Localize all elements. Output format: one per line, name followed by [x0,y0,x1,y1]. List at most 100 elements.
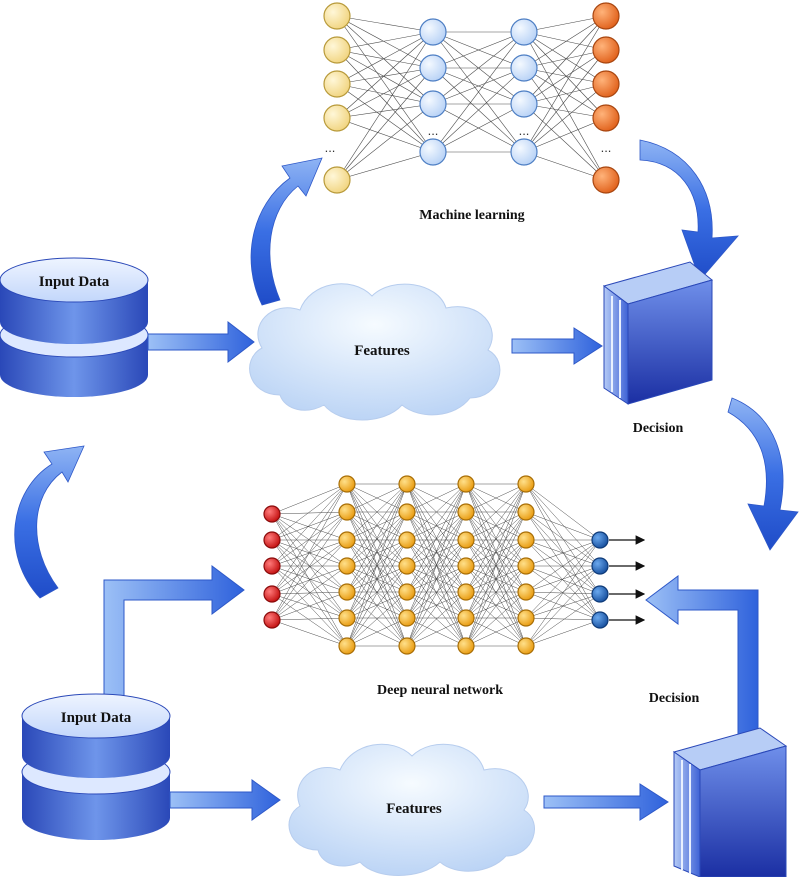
dnn-edge [465,565,527,619]
dnn-node [338,475,356,493]
dnn-edge [346,539,408,647]
dnn-edge [346,483,408,541]
ml-node [323,36,351,64]
curved-arrow-icon [250,157,323,306]
ml-edge [336,15,434,33]
server-icon [602,261,714,405]
dnn-edge [271,511,348,541]
dnn-edge [406,511,467,593]
dnn-edge [406,511,467,541]
dnn-edge [406,483,467,567]
ml-edge [336,49,434,153]
ml-ellipsis-input: ... [325,140,336,155]
ml-edge [523,49,607,153]
dnn-edge [406,565,467,647]
dnn-edge [271,483,348,595]
dnn-edge [525,565,601,619]
ml-edge [523,15,607,105]
ml-edge [432,67,525,105]
block-arrow-icon [169,779,281,821]
dnn-edge [346,483,408,567]
dnn-node [338,503,356,521]
dnn-edge [465,591,527,619]
dnn-edge [465,483,527,567]
ml-edge [432,31,525,153]
dnn-edge [525,511,601,541]
dnn-node [338,609,356,627]
block-arrow-icon [147,320,255,364]
dnn-node [517,637,535,655]
ml-node [592,70,620,98]
dnn-edge [346,565,408,619]
cloud-icon: Features [288,743,535,876]
dnn-edge [525,539,601,647]
ml-node [323,166,351,194]
dnn-edge [346,617,408,647]
deep-neural-network-label: Deep neural network [377,683,503,698]
ml-node [592,2,620,30]
dnn-node [457,583,475,601]
dnn-edge [525,539,601,567]
dnn-node [591,531,609,549]
ml-edge [523,103,607,119]
dnn-edge [271,617,348,621]
ml-edge [336,83,434,153]
ml-edge [523,103,607,181]
dnn-edge [271,511,348,595]
dnn-edge [271,539,348,621]
dnn-edge [465,617,527,647]
curved-arrow-icon [727,397,799,551]
dnn-node [517,503,535,521]
dnn-edge [525,511,601,567]
ml-ellipsis-hidden-1: ... [428,123,439,138]
dnn-node [398,503,416,521]
ml-edge [336,49,434,105]
ml-edge [432,103,525,153]
ml-edge [523,15,607,69]
ml-network: ... ... ... ... Machine learning [323,2,620,223]
ml-edge [523,151,607,181]
dnn-edge [346,511,408,541]
dnn-edge [465,483,527,513]
dnn-edge [271,513,348,541]
ml-network-edges [336,15,607,181]
ml-edge [336,31,434,181]
dnn-edge [346,539,408,593]
dnn-edge [406,483,467,647]
ml-edge [523,67,607,119]
dnn-node [517,609,535,627]
dnn-edge [525,483,601,567]
dnn-network-edges [271,483,601,647]
ml-node [323,2,351,30]
dnn-edge [346,483,408,647]
dnn-edge [406,483,467,541]
dnn-edge [525,565,601,647]
ml-edge [523,67,607,85]
dnn-edge [346,565,408,647]
dnn-node [591,611,609,629]
ml-node [510,138,538,166]
ml-edge [336,15,434,69]
features-bottom-label: Features [386,801,442,817]
dnn-edge [525,619,601,647]
curved-arrow-icon [639,139,739,281]
dnn-node [398,583,416,601]
database-icon: Input Data [21,693,171,840]
dnn-node [338,637,356,655]
ml-edge [336,67,434,119]
ml-edge [523,31,607,181]
dnn-edge [406,511,467,647]
dnn-edge [271,619,348,647]
dnn-node [457,557,475,575]
ml-node [510,90,538,118]
dnn-edge [346,511,408,647]
dnn-edge [525,483,601,621]
dnn-edge [271,483,348,541]
database-icon: Input Data [0,257,149,397]
dnn-node [457,531,475,549]
server-icon [672,727,788,877]
ml-edge [523,15,607,33]
ml-edge [523,49,607,69]
ml-edge [336,67,434,85]
